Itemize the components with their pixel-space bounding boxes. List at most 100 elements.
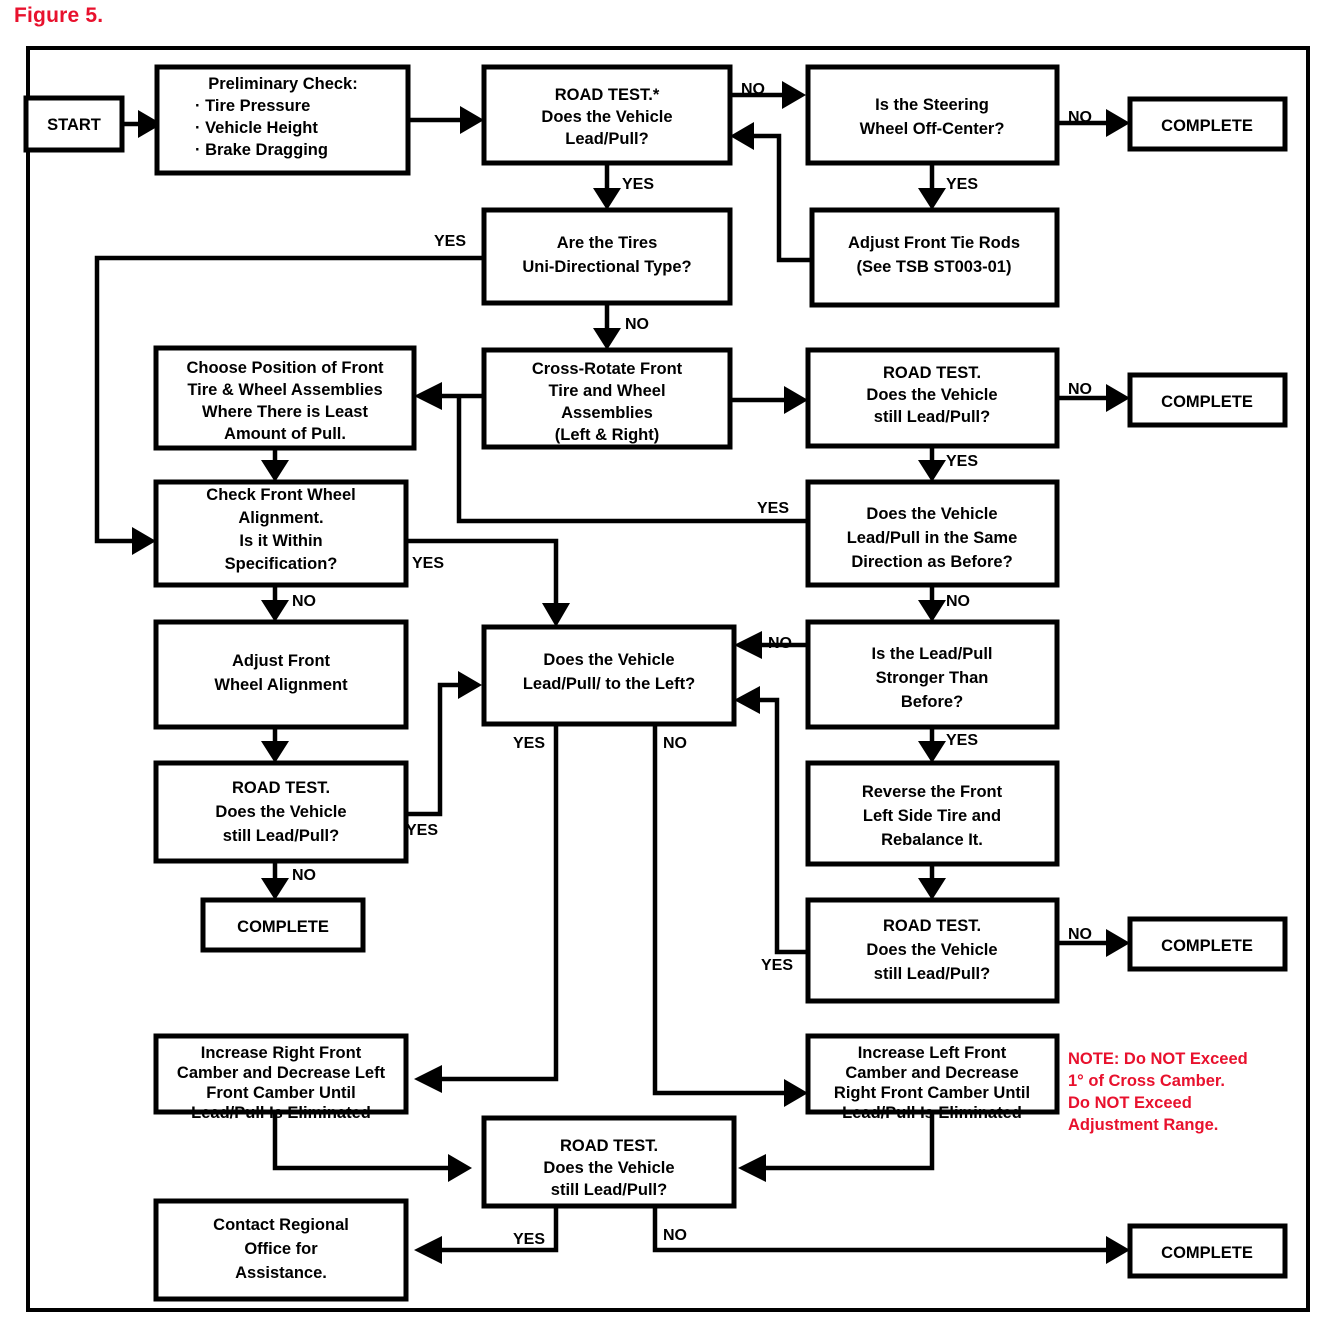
node-choosepos-line-1: Tire & Wheel Assemblies <box>187 381 382 399</box>
arrowhead-roadtest5-yes <box>414 1236 442 1264</box>
node-cross-rotate[interactable] <box>481 347 733 450</box>
node-road-test-3[interactable] <box>153 760 409 864</box>
edge-label-roadtest5-yes: YES <box>513 1231 545 1248</box>
note-line-0: NOTE: Do NOT Exceed <box>1068 1050 1248 1068</box>
node-incright-line-3: Lead/Pull Is Eliminated <box>191 1104 371 1122</box>
node-road-test-2-line-1: Does the Vehicle <box>866 386 997 404</box>
node-crossrotate-line-1: Tire and Wheel <box>548 382 665 400</box>
node-stronger-line-2: Before? <box>901 693 963 711</box>
node-start[interactable] <box>23 95 125 153</box>
node-tierods-line-0: Adjust Front Tie Rods <box>848 234 1020 252</box>
node-same-direction[interactable] <box>805 479 1060 588</box>
node-road-test-5[interactable] <box>481 1115 737 1209</box>
node-steering-line-0: Is the Steering <box>875 96 989 114</box>
node-crossrotate-line-2: Assemblies <box>561 404 653 422</box>
edge-label-roadtest1-no: NO <box>741 81 765 98</box>
arrowhead-stronger-no <box>734 631 762 659</box>
arrowhead-roadtest3-no <box>261 878 289 900</box>
arrowhead-steering-yes <box>918 188 946 210</box>
node-complete-5[interactable] <box>1127 1223 1288 1279</box>
node-samedir-line-2: Direction as Before? <box>851 553 1012 571</box>
edge-label-checkalign-no: NO <box>292 593 316 610</box>
note-line-2: Do NOT Exceed <box>1068 1094 1192 1112</box>
edge-tierods-roadtest1 <box>752 133 812 263</box>
node-complete-4-line-0: COMPLETE <box>1161 937 1253 955</box>
node-steering-off-center[interactable] <box>805 64 1060 166</box>
edge-label-unidir-no: NO <box>625 316 649 333</box>
node-start-line-0: START <box>47 116 101 134</box>
node-road-test-5-line-2: still Lead/Pull? <box>551 1181 667 1199</box>
node-incright-line-1: Camber and Decrease Left <box>177 1064 386 1082</box>
node-increase-left-camber[interactable] <box>805 1033 1060 1115</box>
node-adjust-alignment[interactable] <box>153 619 409 730</box>
node-complete-3-line-0: COMPLETE <box>237 918 329 936</box>
edge-leadleft-no <box>652 724 786 1096</box>
node-reverse-tire[interactable] <box>805 760 1060 867</box>
node-complete-3[interactable] <box>200 897 366 953</box>
node-check-alignment[interactable] <box>153 479 409 588</box>
edge-label-steering-yes: YES <box>946 176 978 193</box>
node-choose-position[interactable] <box>153 345 417 451</box>
note-line-1: 1° of Cross Camber. <box>1068 1072 1225 1090</box>
node-road-test-4[interactable] <box>805 897 1060 1004</box>
node-uni-directional[interactable] <box>481 207 733 306</box>
node-incright-line-2: Front Camber Until <box>206 1084 355 1102</box>
edge-label-stronger-no: NO <box>768 635 792 652</box>
node-steering-line-1: Wheel Off-Center? <box>860 120 1005 138</box>
node-stronger[interactable] <box>805 619 1060 730</box>
node-contact-line-0: Contact Regional <box>213 1216 349 1234</box>
node-road-test-3-line-0: ROAD TEST. <box>232 779 330 797</box>
node-unidir-line-0: Are the Tires <box>557 234 658 252</box>
node-road-test-5-line-1: Does the Vehicle <box>543 1159 674 1177</box>
node-preliminary-check-line-2: · Vehicle Height <box>195 119 318 137</box>
node-road-test-3-line-2: still Lead/Pull? <box>223 827 339 845</box>
arrowhead-unidir-yes <box>132 527 156 555</box>
node-stronger-line-1: Stronger Than <box>876 669 989 687</box>
node-choosepos-line-3: Amount of Pull. <box>224 425 346 443</box>
diagram-frame <box>26 46 1310 1312</box>
node-road-test-1[interactable] <box>481 64 733 166</box>
edge-roadtest5-no <box>652 1206 1108 1253</box>
arrowhead-stronger-yes <box>918 741 946 763</box>
node-adjust-tie-rods[interactable] <box>809 207 1060 308</box>
node-checkalign-line-3: Specification? <box>225 555 338 573</box>
node-complete-2[interactable] <box>1127 372 1288 428</box>
arrowhead-incright-roadtest5 <box>448 1154 472 1182</box>
edge-label-roadtest4-no: NO <box>1068 926 1092 943</box>
edge-label-roadtest4-yes: YES <box>761 957 793 974</box>
edge-label-leadleft-no: NO <box>663 735 687 752</box>
node-complete-2-line-0: COMPLETE <box>1161 393 1253 411</box>
arrowhead-samedir-no <box>918 600 946 622</box>
arrowhead-roadtest5-no <box>1106 1236 1130 1264</box>
node-reverse-line-0: Reverse the Front <box>862 783 1003 801</box>
arrowhead-unidir-no <box>593 328 621 350</box>
edge-leadleft-yes <box>440 724 559 1082</box>
node-complete-1[interactable] <box>1127 96 1288 152</box>
edge-label-samedir-no: NO <box>946 593 970 610</box>
node-increase-right-camber[interactable] <box>153 1033 409 1115</box>
arrowhead-leadleft-yes <box>414 1065 442 1093</box>
edge-label-unidir-yes: YES <box>434 233 466 250</box>
node-complete-4[interactable] <box>1127 916 1288 972</box>
edge-checkalign-yes <box>406 538 559 605</box>
node-contact-regional[interactable] <box>153 1198 409 1302</box>
node-crossrotate-line-0: Cross-Rotate Front <box>532 360 683 378</box>
node-leadleft-line-1: Lead/Pull/ to the Left? <box>523 675 695 693</box>
node-road-test-4-line-1: Does the Vehicle <box>866 941 997 959</box>
node-road-test-2[interactable] <box>805 347 1060 449</box>
edge-label-roadtest3-no: NO <box>292 867 316 884</box>
node-preliminary-check-line-0: Preliminary Check: <box>208 75 357 93</box>
node-preliminary-check[interactable] <box>154 64 411 176</box>
arrowhead-roadtest4-no <box>1106 929 1130 957</box>
arrowhead-reverse-roadtest4 <box>918 878 946 900</box>
node-checkalign-line-0: Check Front Wheel <box>206 486 355 504</box>
node-lead-left[interactable] <box>481 624 737 727</box>
node-choosepos-line-2: Where There is Least <box>202 403 368 421</box>
node-samedir-line-1: Lead/Pull in the Same <box>847 529 1018 547</box>
edge-label-roadtest2-no: NO <box>1068 381 1092 398</box>
arrowhead-roadtest1-no <box>782 81 806 109</box>
edge-label-roadtest3-yes: YES <box>406 822 438 839</box>
node-checkalign-line-2: Is it Within <box>239 532 322 550</box>
edge-label-roadtest1-yes: YES <box>622 176 654 193</box>
